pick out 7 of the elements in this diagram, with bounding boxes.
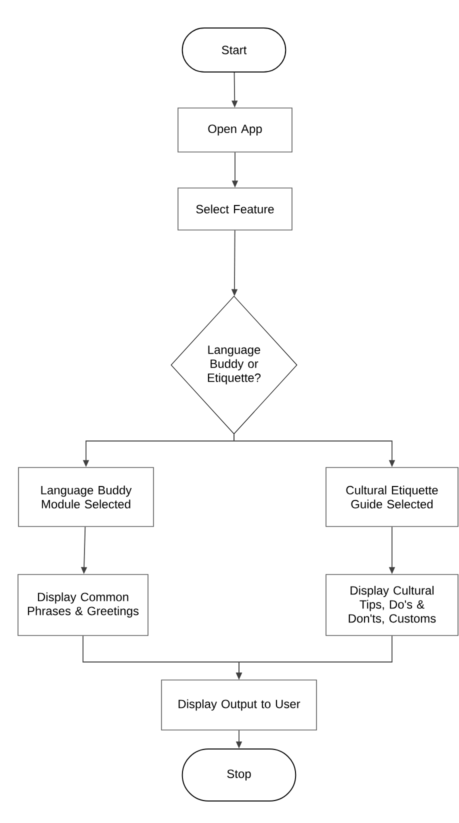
process-box: Language Buddy Module Selected — [18, 467, 154, 527]
process-box: Open App — [178, 108, 292, 152]
process-box: Display Output to User — [161, 680, 317, 730]
process-box: Select Feature — [178, 188, 292, 230]
process-box: Cultural Etiquette Guide Selected — [326, 467, 458, 527]
process-box: Display Common Phrases & Greetings — [18, 574, 148, 636]
process-box: Display Cultural Tips, Do's & Don'ts, Customs — [326, 574, 458, 636]
